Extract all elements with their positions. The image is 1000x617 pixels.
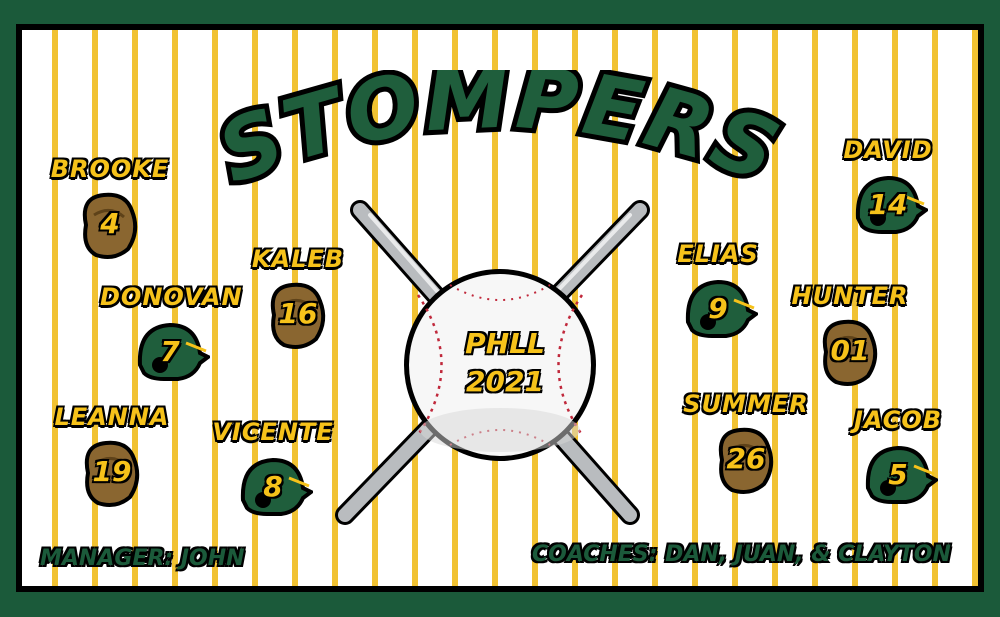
- player-number: 01: [830, 334, 870, 367]
- player-number: 9: [708, 292, 728, 325]
- player-name: ELIAS: [677, 240, 759, 268]
- helmet-icon: 9: [678, 270, 760, 350]
- player-number: 5: [888, 458, 908, 491]
- player-david: DAVID 14: [818, 136, 958, 246]
- player-name: DAVID: [843, 136, 933, 164]
- glove-icon: 16: [258, 275, 338, 355]
- helmet-icon: 7: [130, 313, 212, 393]
- player-leanna: LEANNA 19: [42, 403, 182, 513]
- player-donovan: DONOVAN 7: [100, 283, 243, 393]
- team-name: STOMPERS: [201, 70, 796, 208]
- player-number: 8: [263, 470, 283, 503]
- manager-label: MANAGER: JOHN: [40, 546, 245, 571]
- helmet-icon: 14: [848, 166, 930, 246]
- player-number: 14: [868, 188, 908, 221]
- player-name: BROOKE: [50, 155, 170, 183]
- crossed-bats-baseball: [335, 200, 650, 525]
- player-jacob: JACOB 5: [828, 406, 968, 516]
- player-name: JACOB: [853, 406, 943, 434]
- player-number: 4: [100, 207, 120, 240]
- player-name: SUMMER: [683, 390, 809, 418]
- helmet-icon: 8: [233, 448, 315, 528]
- ball-text: PHLL 2021: [440, 325, 570, 401]
- player-number: 16: [278, 297, 318, 330]
- player-summer: SUMMER 26: [676, 390, 816, 500]
- glove-icon: 19: [72, 433, 152, 513]
- coaches-label: COACHES: DAN, JUAN, & CLAYTON: [532, 542, 951, 567]
- player-name: LEANNA: [54, 403, 170, 431]
- player-name: DONOVAN: [100, 283, 243, 311]
- helmet-icon: 5: [858, 436, 940, 516]
- league-label: PHLL: [465, 327, 545, 360]
- player-name: KALEB: [251, 245, 345, 273]
- team-name-arc: STOMPERS: [201, 70, 796, 208]
- player-number: 26: [726, 442, 766, 475]
- player-brooke: BROOKE 4: [40, 155, 180, 265]
- player-name: HUNTER: [791, 282, 909, 310]
- player-hunter: HUNTER 01: [780, 282, 920, 392]
- glove-icon: 4: [70, 185, 150, 265]
- player-kaleb: KALEB 16: [228, 245, 368, 355]
- year-label: 2021: [466, 365, 544, 398]
- glove-icon: 01: [810, 312, 890, 392]
- svg-text:STOMPERS: STOMPERS: [206, 70, 795, 203]
- player-number: 7: [160, 335, 180, 368]
- player-vicente: VICENTE 8: [203, 418, 343, 528]
- player-number: 19: [92, 455, 132, 488]
- baseball-icon: [404, 269, 596, 461]
- player-elias: ELIAS 9: [648, 240, 788, 350]
- player-name: VICENTE: [212, 418, 334, 446]
- glove-icon: 26: [706, 420, 786, 500]
